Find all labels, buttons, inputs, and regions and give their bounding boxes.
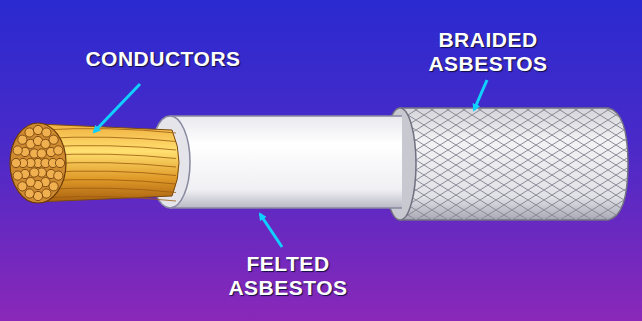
part-label: FELTED ASBESTOS: [203, 252, 373, 300]
part-label: BRAIDED ASBESTOS: [403, 28, 573, 76]
leader-arrow: [260, 214, 282, 247]
part-label: CONDUCTORS: [43, 47, 283, 71]
leader-arrow: [474, 80, 487, 110]
leader-arrow: [94, 84, 140, 132]
